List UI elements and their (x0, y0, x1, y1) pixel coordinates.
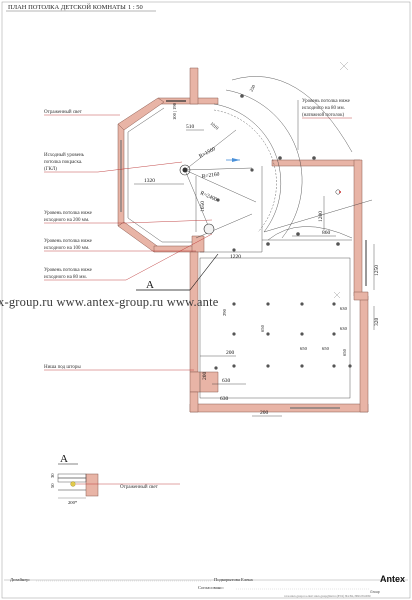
svg-text:650: 650 (322, 346, 330, 351)
section-letter: А (146, 279, 154, 291)
section-detail: А 200* 50 30 Отраженный свет (50, 453, 180, 505)
svg-text:290: 290 (222, 308, 227, 316)
company-logo-suffix: Group (370, 590, 380, 594)
svg-text:А: А (60, 453, 68, 465)
round-lamp-icon (203, 223, 215, 235)
wall-niche (189, 371, 219, 393)
svg-text:1220: 1220 (230, 254, 241, 260)
svg-text:Уровень потолка ниже: Уровень потолка ниже (302, 99, 351, 104)
wall-right-top (271, 159, 361, 167)
wall-bay-sw (117, 221, 161, 253)
led-strip-icon (70, 481, 76, 487)
wall-column (191, 235, 205, 253)
svg-text:1320: 1320 (144, 178, 155, 184)
svg-text:исходного на 100 мм.: исходного на 100 мм. (44, 246, 89, 251)
svg-text:Отраженный свет: Отраженный свет (44, 110, 83, 115)
designer-name: Подкорытова Елена (214, 577, 253, 582)
svg-text:1200: 1200 (318, 211, 324, 222)
company-logo: Antex (380, 574, 405, 584)
svg-text:50: 50 (50, 483, 55, 488)
svg-text:исходного на 80 мм.: исходного на 80 мм. (302, 106, 345, 111)
svg-text:1010: 1010 (209, 121, 220, 131)
wall-right-step (353, 291, 369, 301)
svg-text:Ниша под шторы: Ниша под шторы (44, 365, 81, 370)
spot-grid (214, 302, 352, 370)
svg-text:30: 30 (50, 473, 55, 478)
left-annotations: Отраженный свет Исходный уровень потолка… (44, 110, 213, 371)
plan-title: ПЛАН ПОТОЛКА ДЕТСКОЙ КОМНАТЫ (8, 3, 126, 11)
svg-text:Уровень потолка ниже: Уровень потолка ниже (44, 239, 93, 244)
svg-text:510: 510 (186, 124, 195, 130)
svg-text:Уровень потолка ниже: Уровень потолка ниже (44, 268, 93, 273)
svg-text:200: 200 (202, 372, 208, 381)
svg-text:650: 650 (260, 324, 265, 332)
svg-text:1250: 1250 (374, 265, 380, 276)
wall-bay-ne (117, 97, 165, 131)
svg-text:200*: 200* (68, 500, 78, 505)
svg-text:Исходный уровень: Исходный уровень (44, 153, 85, 158)
svg-text:(ГКЛ): (ГКЛ) (44, 167, 57, 172)
svg-text:200: 200 (226, 350, 235, 356)
wall-bottom-left (189, 391, 199, 413)
svg-text:860: 860 (322, 230, 331, 236)
section-wall (85, 473, 99, 497)
svg-text:потолка покраска.: потолка покраска. (44, 160, 82, 165)
svg-text:1650: 1650 (200, 201, 206, 212)
ceiling-outlines (127, 76, 373, 399)
svg-text:630: 630 (340, 326, 348, 331)
wall-top-stub (189, 67, 199, 105)
wall-left (189, 251, 199, 373)
footer-contacts: www.antex-group.ru e-mail: antex-group@m… (284, 595, 371, 598)
wall-right-upper (353, 159, 363, 297)
svg-text:630: 630 (340, 306, 348, 311)
svg-text:200: 200 (260, 410, 269, 416)
svg-text:R=1560: R=1560 (198, 146, 217, 160)
plan-scale: 1 : 50 (128, 4, 143, 11)
dimension-lines (134, 129, 375, 417)
section-marker: А (136, 253, 219, 291)
svg-text:R=2160: R=2160 (201, 172, 220, 180)
chandelier-icon (179, 164, 191, 176)
title-block: Дизайнер: Подкорытова Елена Согласовано:… (4, 574, 408, 598)
watermark-text: x-group.ru www.antex-group.ru www.ante (0, 295, 219, 309)
right-annotation: Уровень потолка ниже исходного на 80 мм.… (302, 99, 352, 119)
svg-text:(натяжной потолок): (натяжной потолок) (302, 113, 344, 118)
agreed-label: Согласовано: (198, 585, 224, 590)
radius-lines (184, 129, 257, 231)
light-fixtures (179, 94, 341, 252)
wall-right-lower (359, 295, 369, 413)
cross-marks (333, 61, 349, 299)
svg-text:Отраженный свет: Отраженный свет (120, 485, 159, 490)
windows (120, 100, 367, 409)
svg-text:250: 250 (249, 83, 257, 92)
svg-text:320: 320 (374, 318, 380, 327)
wall-bottom (189, 403, 369, 413)
svg-text:630: 630 (222, 378, 231, 384)
svg-text:650: 650 (300, 346, 308, 351)
svg-text:исходного на 80 мм.: исходного на 80 мм. (44, 275, 87, 280)
designer-label: Дизайнер: (10, 577, 30, 582)
svg-text:100 | 190: 100 | 190 (172, 102, 177, 120)
chandelier-core-icon (182, 167, 188, 173)
room-walls (117, 67, 369, 413)
svg-text:Уровень потолка ниже: Уровень потолка ниже (44, 211, 93, 216)
svg-text:630: 630 (220, 396, 229, 402)
svg-text:650: 650 (342, 348, 347, 356)
svg-text:исходного на 200 мм.: исходного на 200 мм. (44, 218, 89, 223)
